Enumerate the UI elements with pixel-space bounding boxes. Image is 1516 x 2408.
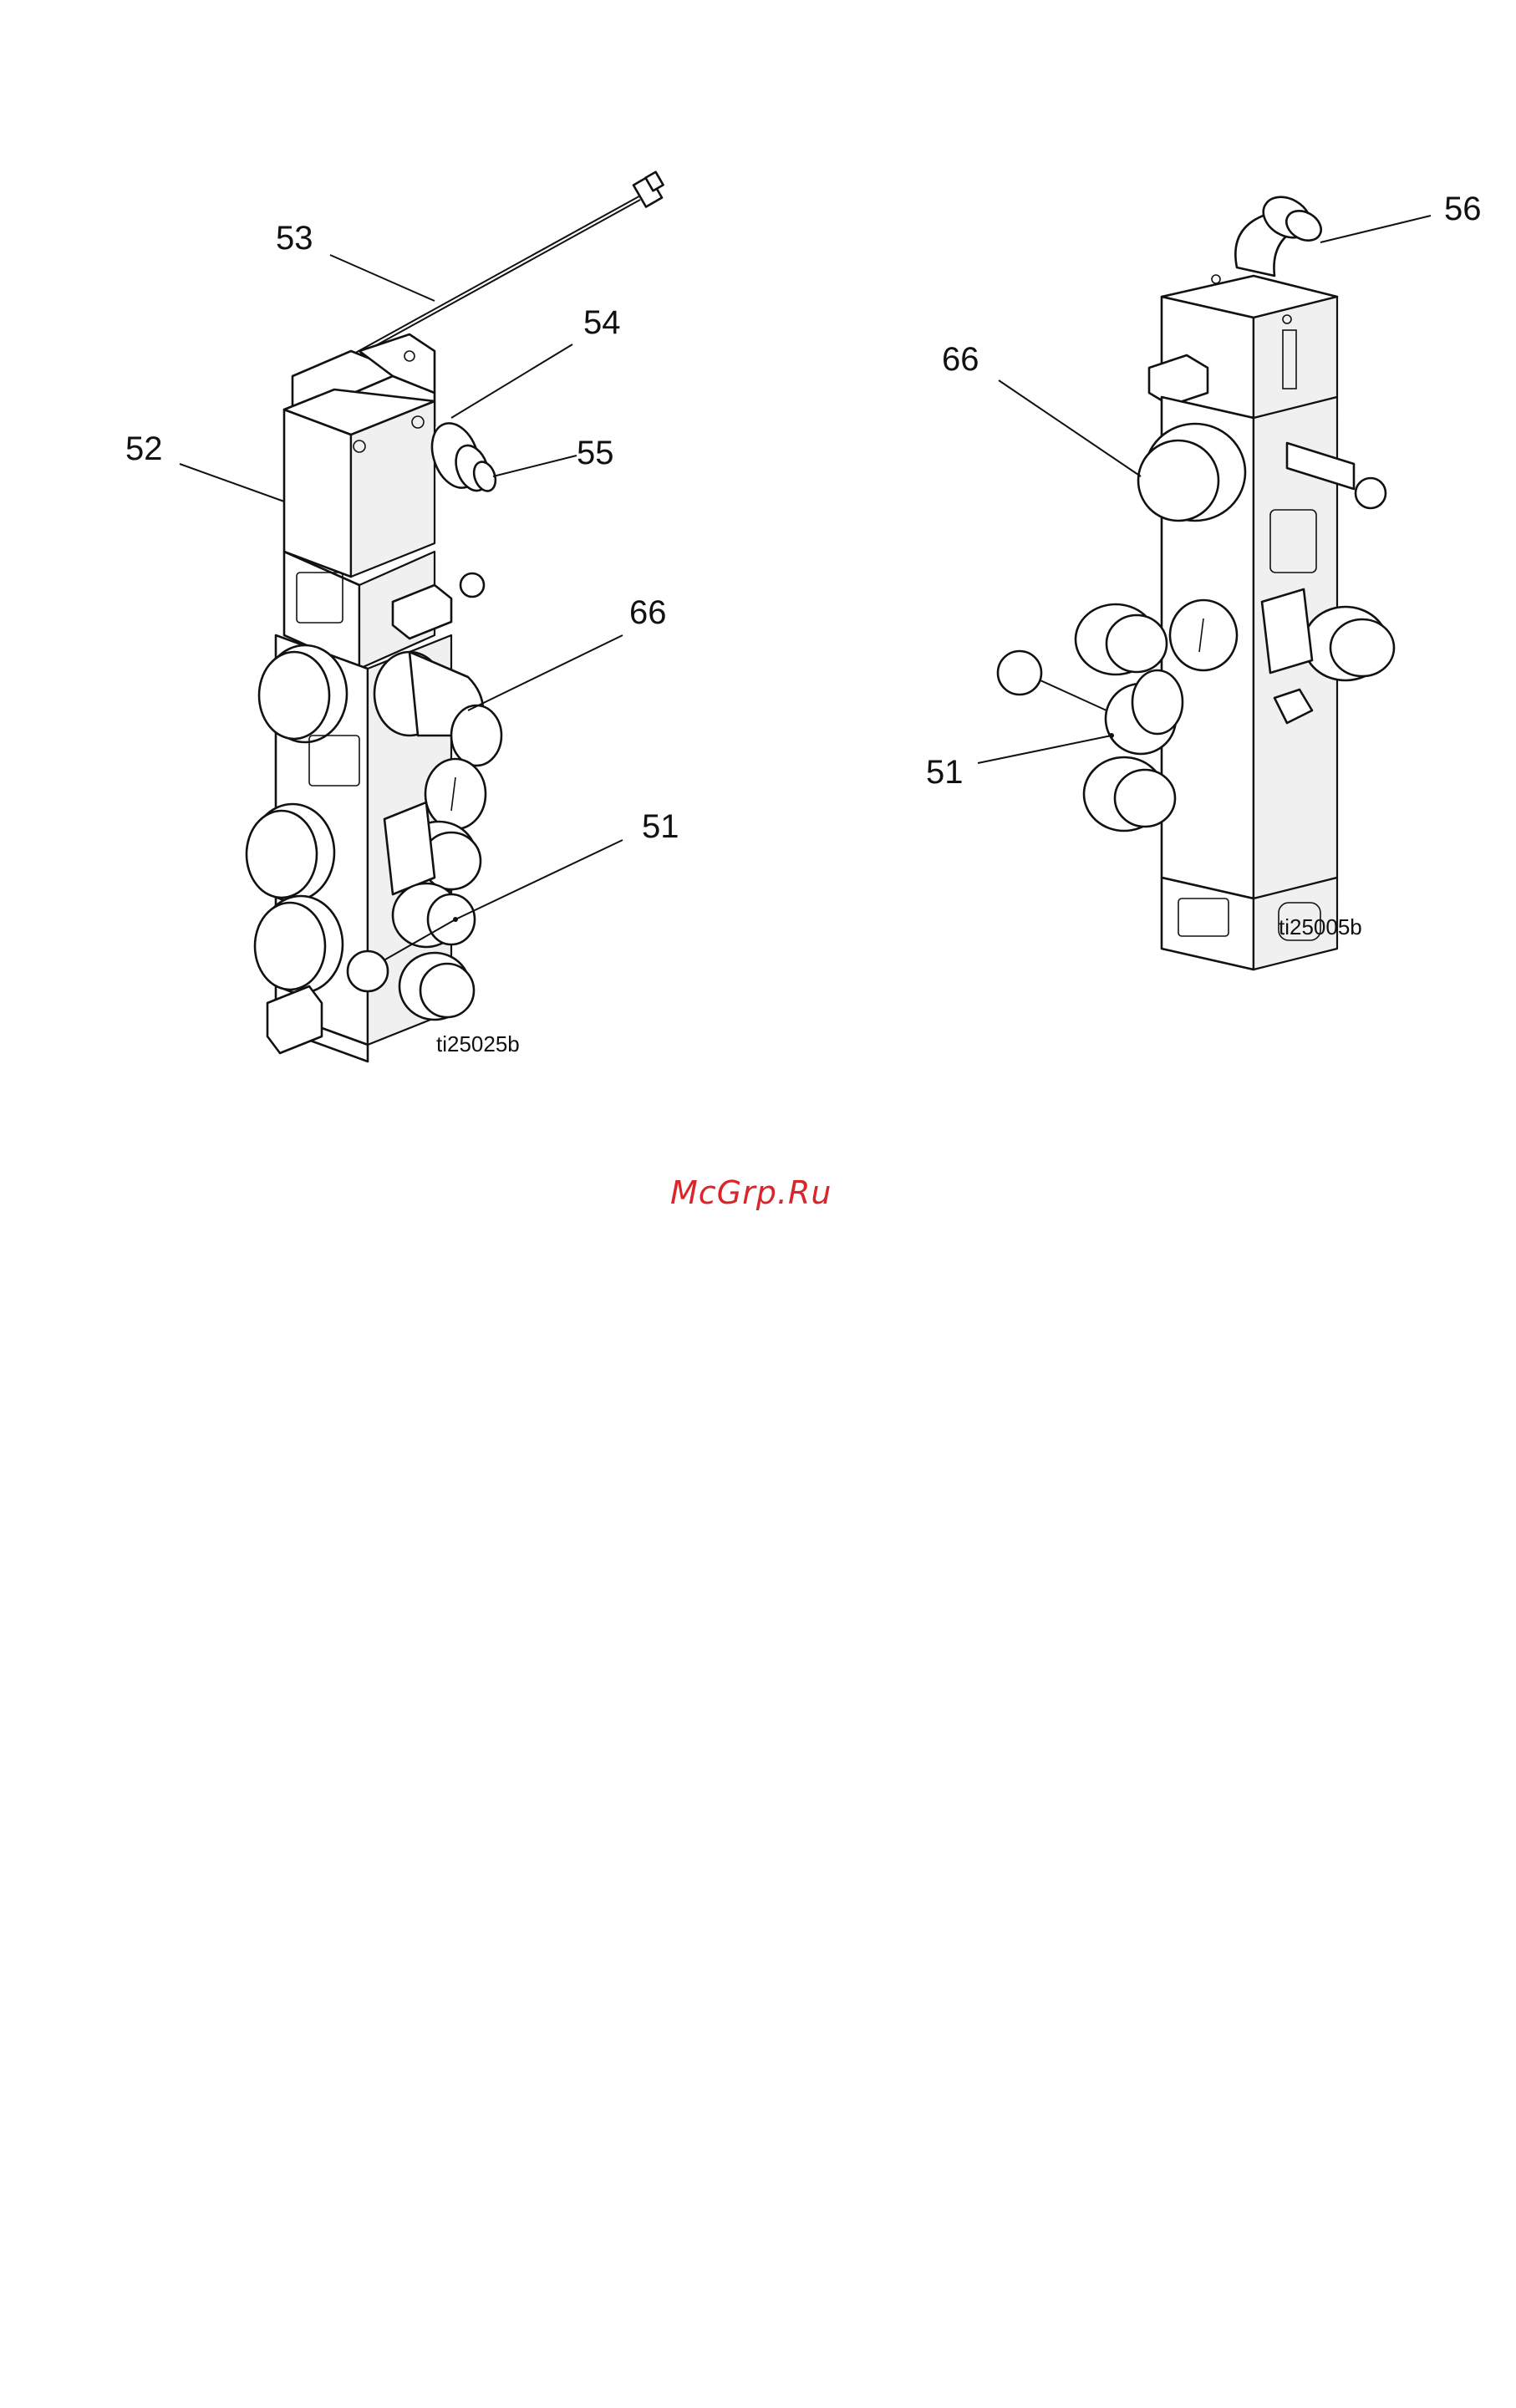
callout-53: 53 <box>276 220 313 257</box>
watermark: McGrp.Ru <box>670 1174 832 1211</box>
callout-56: 56 <box>1444 191 1482 227</box>
callout-54: 54 <box>583 304 621 341</box>
figure-id-right: ti25005b <box>1279 914 1362 939</box>
right-valve-assembly <box>978 189 1431 970</box>
callout-52: 52 <box>125 430 163 467</box>
callout-51-right: 51 <box>926 754 964 791</box>
callout-51-left: 51 <box>642 808 679 845</box>
callout-66-left: 66 <box>629 594 667 631</box>
callout-66-right: 66 <box>942 341 979 378</box>
figure-id-left: ti25025b <box>436 1031 520 1056</box>
callout-55: 55 <box>577 435 614 471</box>
